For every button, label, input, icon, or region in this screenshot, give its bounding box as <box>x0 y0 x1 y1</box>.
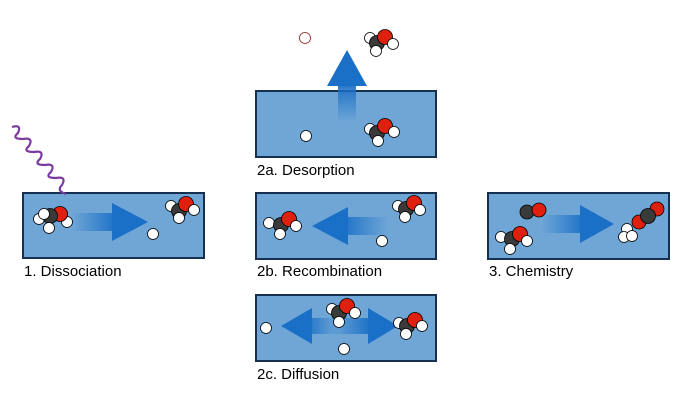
water-molecule-icon <box>495 226 533 255</box>
water-molecule-icon <box>393 312 428 340</box>
arrow-icon <box>312 207 388 245</box>
arrow-icon <box>541 205 614 243</box>
arrow-icon <box>327 50 367 122</box>
hydrogen-atom-icon <box>299 32 311 44</box>
water-molecule-icon <box>364 29 399 57</box>
caption-desorption: 2a. Desorption <box>257 162 355 179</box>
water-molecule-icon <box>392 195 426 223</box>
water-molecule-icon <box>33 206 73 234</box>
caption-diffusion: 2c. Diffusion <box>257 366 340 383</box>
hydrogen-atom-icon <box>147 228 159 240</box>
hydrogen-atom-icon <box>376 235 388 247</box>
hydrogen-atom-icon <box>338 343 350 355</box>
water-molecule-icon <box>326 298 361 328</box>
hydrogen-atom-icon <box>260 322 272 334</box>
water-molecule-icon <box>364 118 400 147</box>
water-molecule-icon <box>263 211 302 240</box>
photon-wave-icon <box>11 125 67 196</box>
caption-recombination: 2b. Recombination <box>257 263 383 280</box>
arrow-icon <box>72 203 148 241</box>
caption-dissociation: 1. Dissociation <box>24 263 122 280</box>
co-molecule-icon <box>519 202 547 220</box>
co2-molecule-icon <box>618 201 665 243</box>
arrow-icon <box>281 308 398 344</box>
water-molecule-icon <box>165 196 200 224</box>
hydrogen-atom-icon <box>300 130 312 142</box>
caption-chemistry: 3. Chemistry <box>489 263 574 280</box>
